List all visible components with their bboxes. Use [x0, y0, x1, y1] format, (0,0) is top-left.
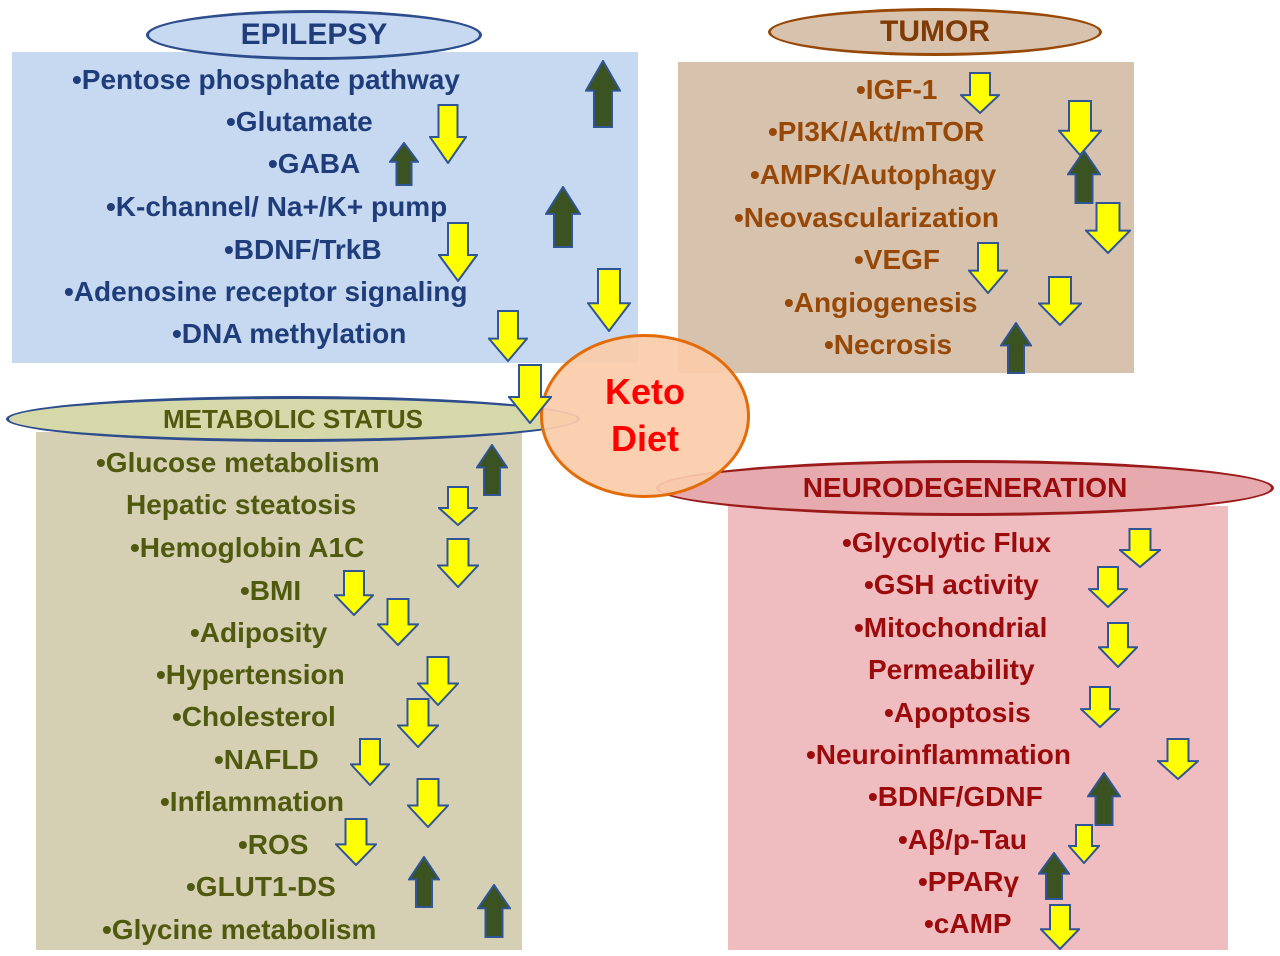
- tumor-item: •AMPK/Autophagy: [750, 159, 997, 190]
- metabolic-item: •GLUT1-DS: [186, 871, 336, 902]
- neuro-item: •BDNF/GDNF: [868, 781, 1043, 812]
- epilepsy-item: •Adenosine receptor signaling: [64, 276, 468, 307]
- metabolic-item: •BMI: [240, 575, 302, 606]
- metabolic-item: •Hypertension: [156, 659, 345, 690]
- neuro-item: Permeability: [868, 654, 1035, 685]
- up-arrow-icon: [408, 856, 440, 908]
- down-arrow-icon: [437, 538, 479, 588]
- down-arrow-icon: [1058, 100, 1102, 156]
- down-arrow-icon: [429, 104, 467, 164]
- metabolic-item: Hepatic steatosis: [126, 489, 357, 520]
- down-arrow-icon: [334, 570, 374, 616]
- neuro-panel: [728, 506, 1228, 950]
- keto-line: Keto: [605, 371, 685, 413]
- epilepsy-item: •Glutamate: [226, 106, 373, 137]
- down-arrow-icon: [397, 698, 439, 748]
- down-arrow-icon: [1038, 276, 1082, 326]
- tumor-item: •IGF-1: [856, 74, 938, 105]
- down-arrow-icon: [968, 242, 1008, 294]
- up-arrow-icon: [1067, 150, 1101, 204]
- down-arrow-icon: [508, 364, 552, 424]
- tumor-item: •Neovascularization: [734, 202, 1000, 233]
- epilepsy-item: •K-channel/ Na+/K+ pump: [106, 191, 448, 222]
- down-arrow-icon: [587, 268, 631, 332]
- metabolic-item: •NAFLD: [214, 744, 319, 775]
- up-arrow-icon: [585, 60, 621, 128]
- neuro-item: •Mitochondrial: [854, 612, 1048, 643]
- metabolic-title: METABOLIC STATUS: [6, 396, 580, 442]
- tumor-item: •Necrosis: [824, 329, 953, 360]
- down-arrow-icon: [1088, 566, 1128, 608]
- tumor-item: •Angiogenesis: [784, 287, 978, 318]
- neuro-item: •Glycolytic Flux: [842, 527, 1051, 558]
- down-arrow-icon: [1085, 202, 1131, 254]
- epilepsy-item: •BDNF/TrkB: [224, 234, 382, 265]
- neuro-item: •GSH activity: [864, 569, 1039, 600]
- down-arrow-icon: [417, 656, 459, 706]
- neuro-item: •cAMP: [924, 908, 1012, 939]
- neuro-item: •Neuroinflammation: [806, 739, 1071, 770]
- metabolic-item: •ROS: [238, 829, 309, 860]
- down-arrow-icon: [1119, 528, 1161, 568]
- epilepsy-item: •DNA methylation: [172, 318, 407, 349]
- up-arrow-icon: [1000, 322, 1032, 374]
- tumor-item: •VEGF: [854, 244, 941, 275]
- metabolic-item: •Glycine metabolism: [102, 914, 377, 945]
- down-arrow-icon: [488, 310, 528, 362]
- metabolic-item: •Hemoglobin A1C: [130, 532, 365, 563]
- diet-line: Diet: [610, 418, 679, 459]
- metabolic-item: •Inflammation: [160, 786, 345, 817]
- tumor-item: •PI3K/Akt/mTOR: [768, 116, 985, 147]
- up-arrow-icon: [389, 142, 419, 186]
- up-arrow-icon: [545, 186, 581, 248]
- down-arrow-icon: [1157, 738, 1199, 780]
- epilepsy-item: •Pentose phosphate pathway: [72, 64, 460, 95]
- metabolic-item: •Adiposity: [190, 617, 328, 648]
- up-arrow-icon: [476, 444, 508, 496]
- down-arrow-icon: [377, 598, 419, 646]
- neuro-item: •Aβ/p-Tau: [898, 824, 1028, 855]
- down-arrow-icon: [960, 72, 1000, 114]
- down-arrow-icon: [438, 486, 478, 526]
- down-arrow-icon: [407, 778, 449, 828]
- keto-diet-center: Keto Diet: [540, 334, 750, 498]
- metabolic-item: •Glucose metabolism: [96, 447, 380, 478]
- up-arrow-icon: [477, 884, 511, 938]
- down-arrow-icon: [350, 738, 390, 786]
- down-arrow-icon: [438, 222, 478, 282]
- down-arrow-icon: [1068, 824, 1100, 864]
- tumor-title: TUMOR: [768, 8, 1102, 56]
- down-arrow-icon: [1098, 622, 1138, 668]
- epilepsy-title: EPILEPSY: [146, 10, 482, 60]
- epilepsy-item: •GABA: [268, 148, 361, 179]
- epilepsy-panel: [12, 52, 638, 363]
- up-arrow-icon: [1087, 772, 1121, 826]
- neuro-item: •Apoptosis: [884, 697, 1031, 728]
- metabolic-item: •Cholesterol: [172, 701, 336, 732]
- neuro-title: NEURODEGENERATION: [656, 460, 1274, 516]
- neuro-item: •PPARγ: [918, 866, 1020, 897]
- down-arrow-icon: [335, 818, 377, 866]
- down-arrow-icon: [1080, 686, 1120, 728]
- down-arrow-icon: [1040, 904, 1080, 950]
- up-arrow-icon: [1038, 852, 1070, 900]
